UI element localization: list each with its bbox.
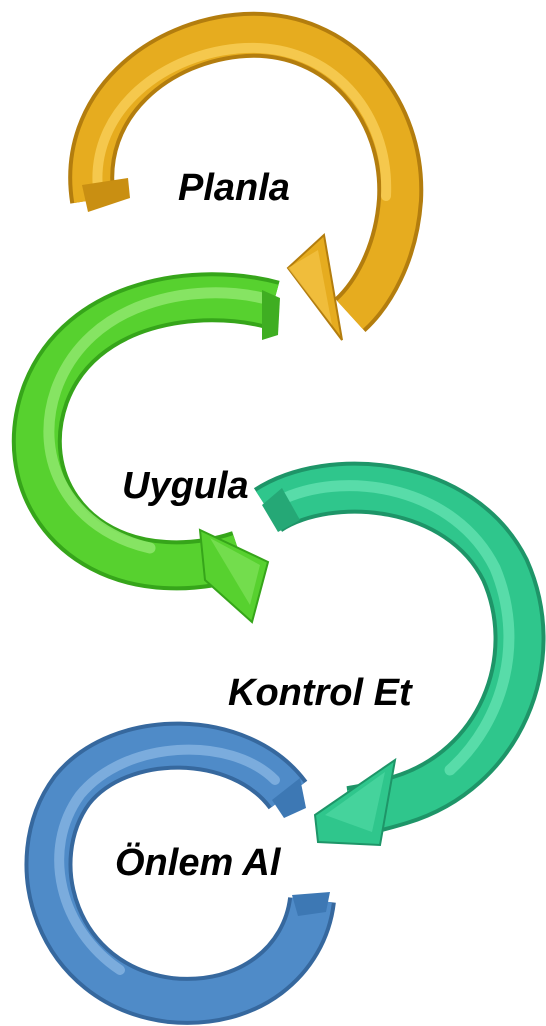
- step-kontrol-et: Kontrol Et: [228, 461, 546, 847]
- step-planla: Planla: [68, 11, 424, 341]
- uygula-arrow-icon: [11, 272, 280, 624]
- step-onlem-al: Önlem Al: [24, 721, 336, 1025]
- kontrol-et-arrow-icon: [253, 461, 546, 847]
- uygula-label: Uygula: [122, 465, 249, 507]
- planla-label: Planla: [178, 167, 290, 209]
- kontrol-et-label: Kontrol Et: [228, 672, 413, 714]
- onlem-al-ring-icon: [24, 721, 336, 1025]
- onlem-al-label: Önlem Al: [115, 841, 282, 884]
- step-uygula: Uygula: [11, 272, 280, 624]
- planla-arrow-icon: [68, 11, 424, 341]
